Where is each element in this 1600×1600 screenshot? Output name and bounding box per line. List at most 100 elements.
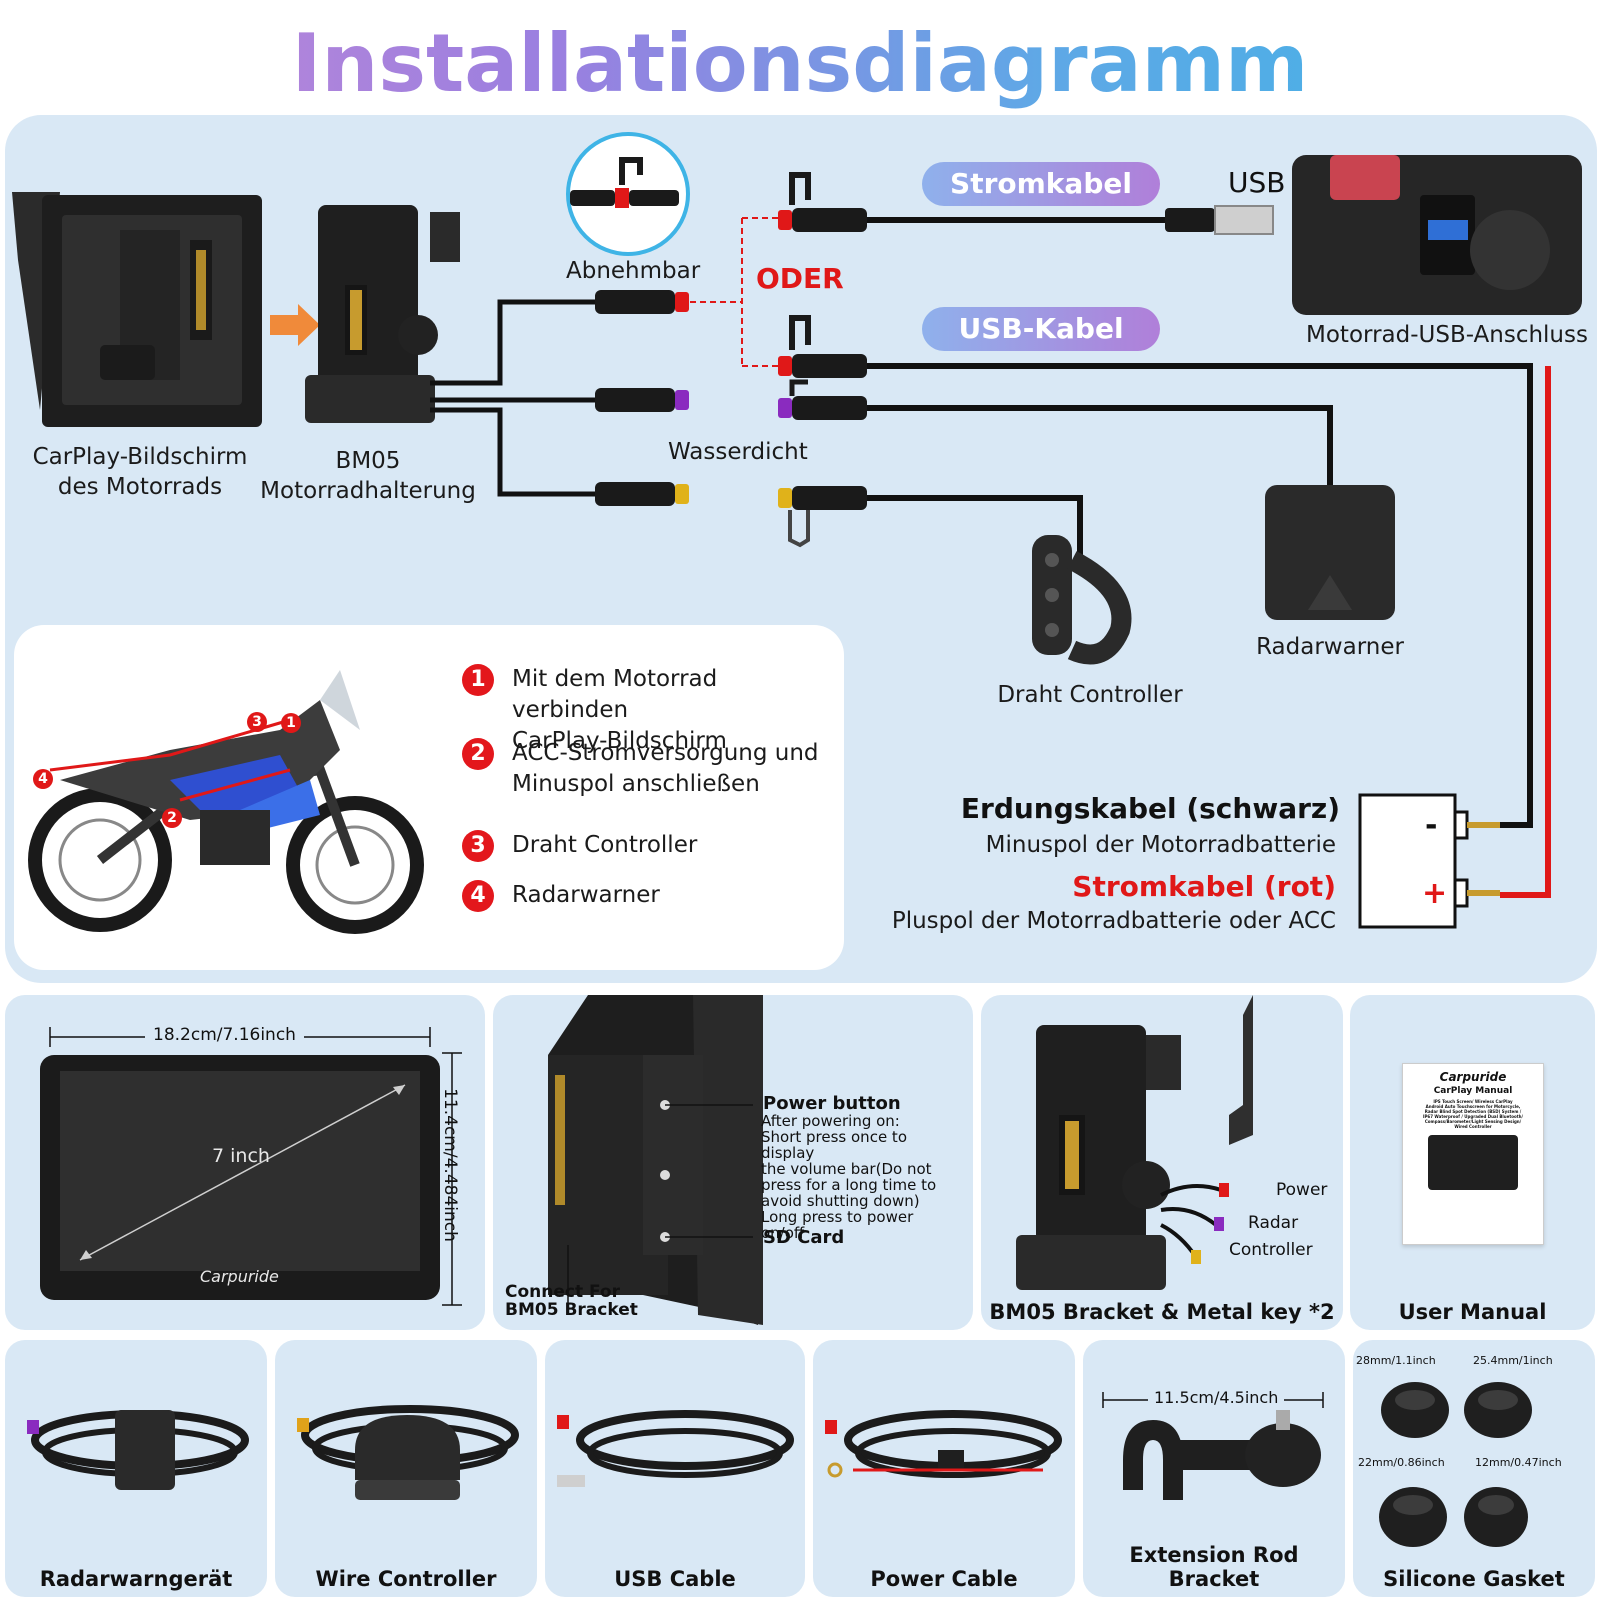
- controller-connector-right: [778, 486, 867, 548]
- battery-plus: +: [1422, 876, 1448, 911]
- stromkabel-connector: [778, 172, 867, 232]
- manual-brand: Carpuride: [1439, 1070, 1507, 1084]
- wiring-diagram: [12, 132, 1582, 929]
- bike-marker-1: 1: [281, 713, 301, 733]
- usb-kabel-connector: [778, 315, 867, 378]
- page-title: Installationsdiagramm: [0, 14, 1600, 114]
- tile-silicone-gasket: 28mm/1.1inch 25.4mm/1inch 22mm/0.86inch …: [1353, 1340, 1595, 1597]
- step-number: 3: [462, 830, 494, 862]
- usb-label: USB: [1228, 166, 1286, 199]
- red-power-cable: [1500, 366, 1551, 898]
- tile-usb-cable: USB Cable: [545, 1340, 805, 1597]
- radar-connector-right: [778, 379, 867, 420]
- extension-size-label: 11.5cm/4.5inch: [1148, 1388, 1285, 1407]
- gasket-size-3: 22mm/0.86inch: [1358, 1456, 1445, 1469]
- power-button-title: Power button: [763, 1093, 901, 1114]
- screen-front-image: [40, 1027, 462, 1306]
- radar-connector-left: [595, 388, 689, 412]
- tile-wire-controller: Wire Controller: [275, 1340, 537, 1597]
- manual-title: CarPlay Manual: [1433, 1086, 1513, 1096]
- arrow-icon: [270, 304, 320, 346]
- sd-card-label: SD Card: [763, 1227, 845, 1248]
- usb-tile-label: USB Cable: [614, 1567, 736, 1591]
- radar-tile-label: Radarwarngerät: [39, 1567, 233, 1591]
- extension-bracket-image: [1102, 1392, 1324, 1500]
- waterproof-label: Wasserdicht: [668, 439, 808, 465]
- bracket-radar-label: Radar: [1248, 1213, 1299, 1233]
- motorcycle-image: [28, 670, 424, 934]
- bike-marker-2: 2: [162, 808, 182, 828]
- tile-radar-device: Radarwarngerät: [5, 1340, 267, 1597]
- step-item: 3 Draht Controller: [462, 830, 832, 880]
- tile-bracket: Power Radar Controller BM05 Bracket & Me…: [981, 995, 1343, 1330]
- battery-minus: -: [1425, 808, 1438, 843]
- step-text: Draht Controller: [512, 832, 698, 858]
- bracket-controller-label: Controller: [1229, 1240, 1313, 1260]
- bracket-power-label: Power: [1276, 1180, 1328, 1200]
- manual-cover-image: [1428, 1135, 1518, 1190]
- gasket-tile-label: Silicone Gasket: [1383, 1567, 1565, 1591]
- screen-height-label: 11.4cm/4.484inch: [440, 1088, 460, 1242]
- bm05-bracket-image: [305, 205, 460, 423]
- bike-marker-4: 4: [33, 769, 53, 789]
- screen-width-label: 18.2cm/7.16inch: [145, 1025, 304, 1045]
- step-text: Radarwarner: [512, 882, 660, 908]
- step-number: 4: [462, 880, 494, 912]
- power-tile-label: Power Cable: [870, 1567, 1018, 1591]
- bracket-product-image: [1016, 995, 1253, 1290]
- power-cable-title: Stromkabel (rot): [1072, 870, 1336, 903]
- ground-cable-title: Erdungskabel (schwarz): [960, 792, 1340, 825]
- battery-icon: [1358, 793, 1500, 929]
- usb-port-image: [1292, 155, 1582, 315]
- stromkabel-pill: Stromkabel: [922, 162, 1160, 206]
- power-cable-desc: Pluspol der Motorradbatterie oder ACC: [891, 908, 1336, 934]
- power-cable-image: [825, 1410, 1062, 1478]
- manual-tile-label: User Manual: [1398, 1300, 1547, 1324]
- brand-logo: Carpuride: [200, 1267, 279, 1286]
- bike-marker-3: 3: [247, 712, 267, 732]
- manual-booklet: Carpuride CarPlay Manual IPS Touch Scree…: [1402, 1063, 1544, 1245]
- screen-back-image: [548, 995, 763, 1325]
- tile-power-cable: Power Cable: [813, 1340, 1075, 1597]
- radar-label: Radarwarner: [1256, 634, 1404, 660]
- usb-cable-image: [557, 1410, 794, 1487]
- step-number: 2: [462, 738, 494, 770]
- detachable-label: Abnehmbar: [566, 258, 701, 284]
- controller-product-image: [297, 1405, 519, 1500]
- usb-kabel-pill: USB-Kabel: [922, 307, 1160, 351]
- gasket-size-2: 25.4mm/1inch: [1473, 1354, 1553, 1367]
- or-label: ODER: [756, 262, 844, 295]
- usb-port-label: Motorrad-USB-Anschluss: [1306, 322, 1588, 348]
- carplay-screen-image: [12, 192, 262, 427]
- power-button-desc: After powering on: Short press once to d…: [761, 1112, 937, 1242]
- tile-user-manual: Carpuride CarPlay Manual IPS Touch Scree…: [1350, 995, 1595, 1330]
- bracket-cables: [430, 299, 600, 497]
- right-cables: [867, 217, 1533, 828]
- wire-controller-image: [1032, 535, 1132, 665]
- tile-screen-back: Power button After powering on: Short pr…: [493, 995, 973, 1330]
- usb-plug-icon: [1165, 205, 1274, 235]
- power-connector-left: [595, 290, 689, 314]
- screen-diagonal-label: 7 inch: [212, 1145, 270, 1167]
- tile-screen-dimensions: 18.2cm/7.16inch 11.4cm/4.484inch 7 inch …: [5, 995, 485, 1330]
- radar-product-image: [27, 1410, 249, 1490]
- or-dashed-lines: [690, 217, 778, 367]
- radar-device-image: [1265, 485, 1395, 620]
- step-item: 4 Radarwarner: [462, 880, 832, 930]
- controller-tile-label: Wire Controller: [315, 1567, 497, 1591]
- gasket-size-1: 28mm/1.1inch: [1356, 1354, 1436, 1367]
- gasket-size-4: 12mm/0.47inch: [1475, 1456, 1562, 1469]
- ground-cable-desc: Minuspol der Motorradbatterie: [985, 832, 1336, 858]
- step-number: 1: [462, 664, 494, 696]
- silicone-gasket-image: [1379, 1382, 1532, 1547]
- detachable-connector-icon: [566, 132, 690, 256]
- tile-extension-bracket: 11.5cm/4.5inch Extension Rod Bracket: [1083, 1340, 1345, 1597]
